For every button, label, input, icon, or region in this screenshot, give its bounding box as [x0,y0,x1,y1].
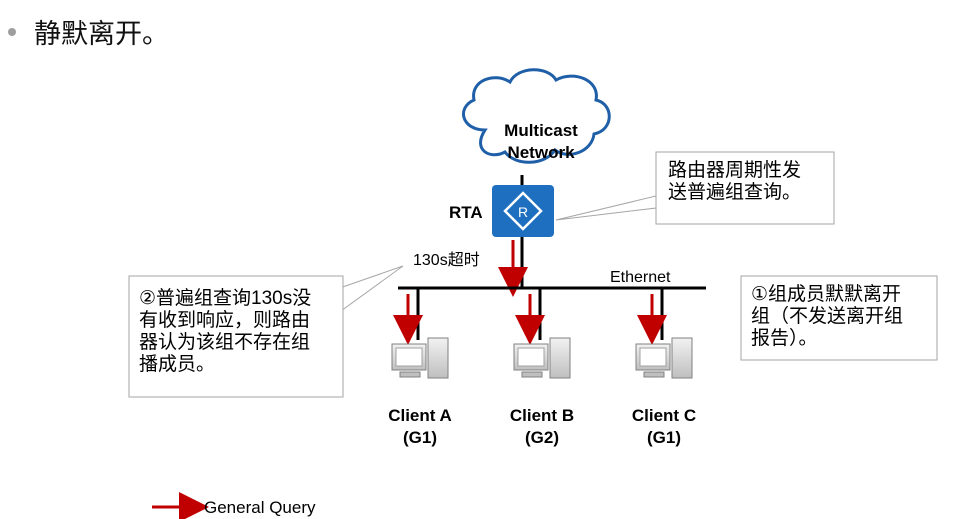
computer-icon-a [391,337,449,379]
multicast-cloud-icon [462,68,611,164]
router-label: RTA [449,203,483,222]
computer-icon-c [635,337,693,379]
callout-right-box [740,275,938,361]
callout-router-box [555,151,835,225]
client-a-name: Client A [388,406,452,425]
legend-label: General Query [204,498,316,517]
client-c-name: Client C [632,406,696,425]
callout-left-text: ②普遍组查询130s没 有收到响应，则路由 器认为该组不存在组 播成员。 [139,288,312,375]
router-symbol: R [518,204,528,220]
router-icon [492,185,554,237]
computer-icon-b [513,337,571,379]
client-b-group: (G2) [525,428,559,447]
heading-row: 静默离开。 [8,12,169,51]
timer-label: 130s超时 [413,251,480,269]
client-a-group: (G1) [403,428,437,447]
cloud-label-line2: Network [507,143,575,162]
client-b-name: Client B [510,406,574,425]
callout-router-text: 路由器周期性发 送普遍组查询。 [668,160,802,203]
cloud-label-line1: Multicast [504,121,578,140]
callout-left-box [128,265,404,398]
ethernet-label: Ethernet [610,269,671,286]
bullet-icon [8,27,16,36]
page-title: 静默离开。 [34,19,169,49]
client-c-group: (G1) [647,428,681,447]
callout-right-text: ①组成员默默离开 组（不发送离开组 报告）。 [751,284,904,349]
